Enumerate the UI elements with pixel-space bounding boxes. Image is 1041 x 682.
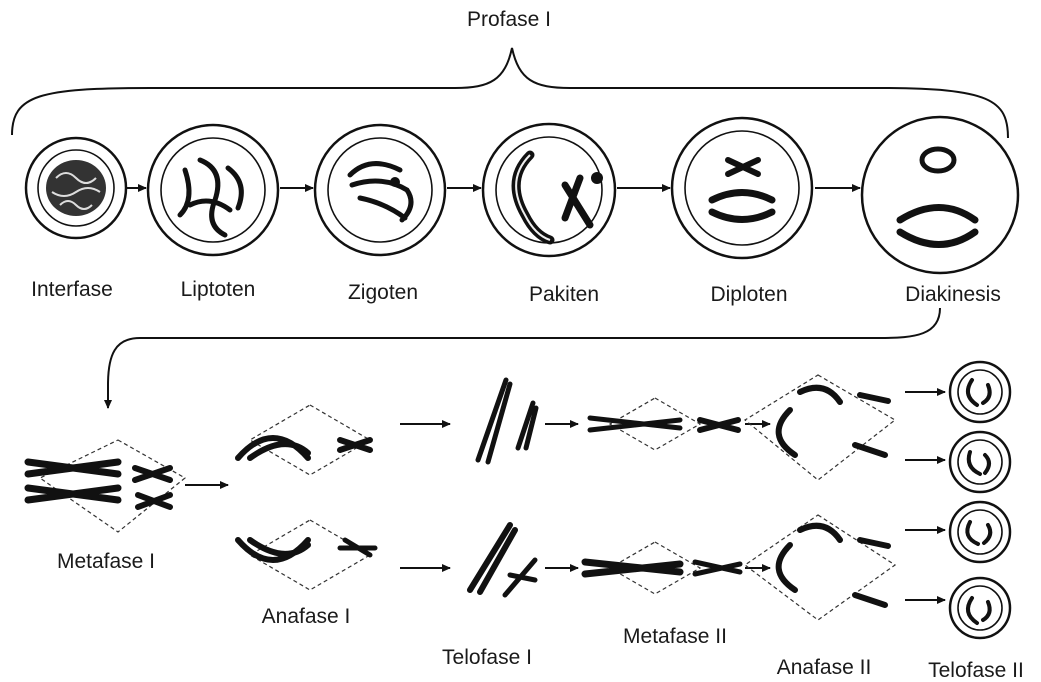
- metaphase-2-figure: [585, 398, 770, 594]
- stage-label-anafase-1: Anafase I: [262, 605, 351, 629]
- telophase-2-figure: [905, 362, 1010, 638]
- stage-label-diakinesis: Diakinesis: [905, 283, 1001, 307]
- interphase-cell: [26, 138, 126, 238]
- stage-label-metafase-2: Metafase II: [623, 625, 727, 649]
- diplotene-cell: [672, 118, 812, 258]
- stage-label-anafase-2: Anafase II: [777, 656, 872, 680]
- diakinesis-cell: [862, 117, 1018, 273]
- stage-label-liptoten: Liptoten: [181, 278, 256, 302]
- prophase-brace: [12, 48, 1008, 138]
- leptotene-cell: [148, 125, 278, 255]
- stage-label-zigoten: Zigoten: [348, 281, 418, 305]
- stage-label-pakiten: Pakiten: [529, 283, 599, 307]
- telophase-1-figure: [470, 380, 578, 595]
- prophase-title: Profase I: [467, 8, 551, 32]
- stage-label-telofase-2: Telofase II: [928, 659, 1024, 682]
- stage-label-telofase-1: Telofase I: [442, 646, 532, 670]
- connector-arrow: [108, 308, 940, 408]
- zygotene-cell: [315, 125, 445, 255]
- anaphase-2-figure: [745, 375, 895, 620]
- stage-label-diploten: Diploten: [710, 283, 787, 307]
- metaphase-1-figure: [28, 440, 228, 532]
- anaphase-1-figure: [238, 405, 450, 590]
- stage-label-metafase-1: Metafase I: [57, 550, 155, 574]
- pachytene-cell: [483, 124, 615, 256]
- stage-label-interfase: Interfase: [31, 278, 113, 302]
